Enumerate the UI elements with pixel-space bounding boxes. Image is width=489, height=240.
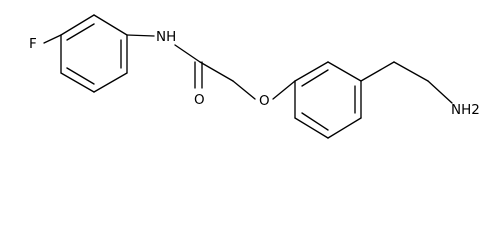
fluorine-label: F <box>29 36 37 52</box>
ether-ring-bond <box>272 80 296 100</box>
fluorophenyl-ring <box>60 14 128 93</box>
carbonyl-oxygen-label: O <box>194 92 205 108</box>
c-f-bond <box>43 34 62 44</box>
nh-carbonyl-bond <box>174 44 201 63</box>
ch2-nh2-bond <box>427 80 453 104</box>
carbonyl-ch2-bond <box>199 61 234 82</box>
ether-oxygen-label: O <box>259 93 270 109</box>
aminoethyl-phenyl-ring <box>294 61 362 139</box>
ethyl-bond <box>393 61 429 82</box>
amide-nh-label: NH <box>156 29 176 45</box>
ch2-ether-bond <box>232 80 256 100</box>
chemical-structure-diagram: F NH O O NH2 <box>29 14 480 139</box>
ring-nh-bond <box>126 34 155 37</box>
amine-label: NH2 <box>451 102 480 118</box>
ring-ch2-bond <box>360 61 395 82</box>
